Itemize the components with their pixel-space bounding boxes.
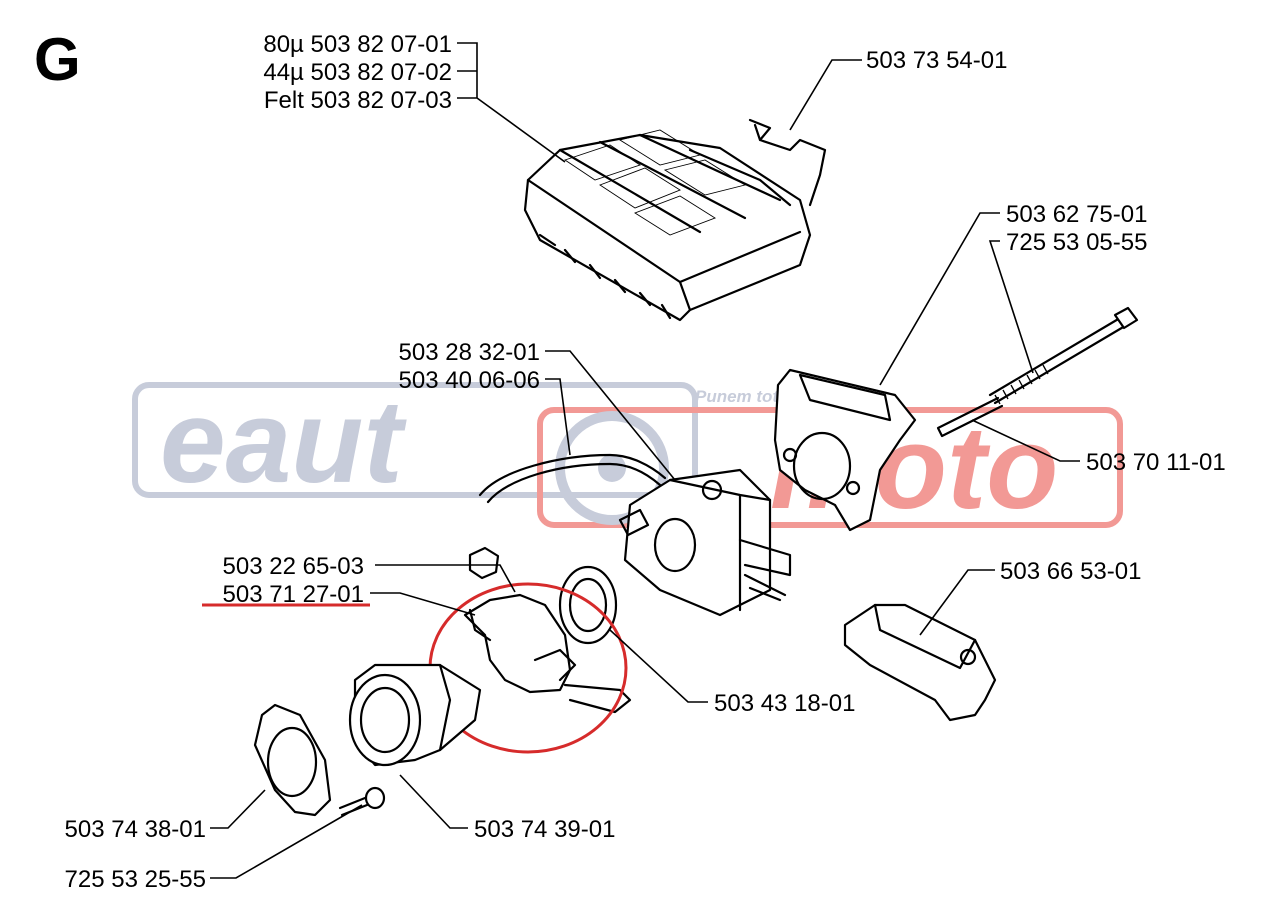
label-impulse-hose: 503 40 06-06	[399, 367, 540, 394]
label-screw-short: 725 53 25-55	[65, 866, 206, 893]
label-choke-part: 503 66 53-01	[1000, 558, 1141, 585]
label-flange-gasket: 503 74 38-01	[65, 816, 206, 843]
label-fuel-hose: 503 28 32-01	[399, 339, 540, 366]
label-intake-boot: 503 74 39-01	[474, 816, 615, 843]
hoses-drawing	[478, 453, 667, 504]
label-clamp: 503 71 27-01	[223, 581, 364, 608]
label-spring-clip: 503 73 54-01	[866, 47, 1007, 74]
intake-boot-drawing	[348, 663, 482, 767]
air-filter-drawing	[523, 129, 812, 322]
label-screw-long: 725 53 05-55	[1006, 229, 1147, 256]
label-filter-felt: Felt 503 82 07-03	[264, 87, 452, 114]
carb-adapter-drawing	[773, 368, 917, 532]
nut-drawing	[468, 546, 500, 580]
short-screw-drawing	[338, 786, 386, 817]
label-gasket-top: 503 62 75-01	[1006, 201, 1147, 228]
label-filter-80: 80µ 503 82 07-01	[263, 31, 452, 58]
label-rubber-ring: 503 43 18-01	[714, 690, 855, 717]
rubber-ring-drawing	[558, 565, 618, 645]
section-letter: G	[34, 26, 81, 93]
leader-lines	[202, 42, 1080, 879]
label-pin: 503 70 11-01	[1086, 449, 1226, 476]
watermark: eaut moto Punem totul în miscare	[132, 376, 1123, 534]
choke-part-drawing	[843, 603, 997, 722]
carburetor-drawing	[618, 468, 792, 617]
long-screw-drawing	[988, 306, 1139, 405]
pin-drawing	[936, 396, 1004, 438]
label-nut: 503 22 65-03	[223, 553, 364, 580]
part-labels: 80µ 503 82 07-01 44µ 503 82 07-02 Felt 5…	[65, 31, 1226, 893]
clamp-drawing	[463, 593, 632, 714]
watermark-turbo-hub	[598, 454, 626, 482]
watermark-left-word: eaut	[160, 376, 407, 508]
label-filter-44: 44µ 503 82 07-02	[263, 59, 452, 86]
spring-clip-drawing	[748, 118, 827, 207]
watermark-frame-grey	[132, 382, 698, 498]
flange-gasket-drawing	[253, 703, 332, 817]
